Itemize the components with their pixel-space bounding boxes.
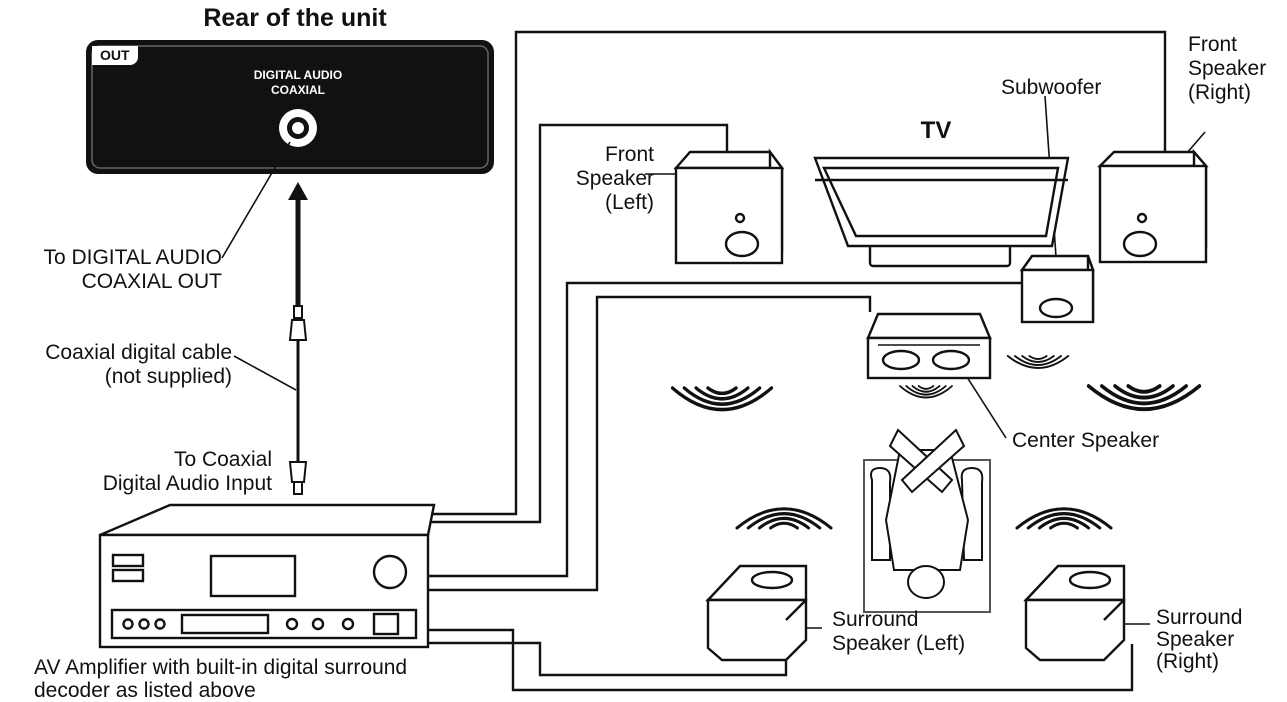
- listener: [863, 428, 991, 613]
- front-right-speaker: [1097, 148, 1209, 264]
- label-subwoofer: Subwoofer: [1001, 76, 1102, 99]
- label-surround-left-line-2: Speaker (Left): [832, 632, 966, 655]
- surround-right-speaker: [1023, 564, 1126, 662]
- label-front-right-line-3: (Right): [1188, 81, 1252, 104]
- label-surround-right-line-3: (Right): [1156, 650, 1220, 673]
- label-front-left-line-1: Front: [604, 143, 654, 166]
- label-center-speaker: Center Speaker: [1012, 429, 1160, 452]
- label-front-right-line-1: Front: [1188, 33, 1238, 56]
- label-surround-left-line-1: Surround: [832, 608, 919, 631]
- center-speaker: [866, 312, 992, 380]
- subwoofer: [1019, 254, 1095, 324]
- surround-left-speaker: [705, 564, 808, 662]
- label-surround-right: Surround Speaker (Right): [1156, 607, 1242, 673]
- label-front-right: Front Speaker (Right): [1188, 33, 1266, 105]
- label-tv: TV: [920, 117, 952, 144]
- label-front-left-line-2: Speaker: [575, 167, 654, 190]
- label-to-digital-out-line-2: COAXIAL OUT: [81, 270, 222, 293]
- sound-wave-front-right: [1086, 384, 1202, 412]
- rear-panel: [86, 40, 494, 174]
- label-surround-right-line-2: Speaker: [1156, 628, 1235, 651]
- label-front-left: Front Speaker (Left): [560, 143, 654, 215]
- panel-jack-label: DIGITAL AUDIO COAXIAL: [220, 68, 376, 98]
- speaker-cables: [428, 30, 1167, 692]
- label-coaxial-cable: Coaxial digital cable (not supplied): [0, 341, 232, 389]
- label-coaxial-cable-line-2: (not supplied): [104, 365, 232, 388]
- front-left-speaker: [673, 148, 785, 265]
- diagram-title: Rear of the unit: [203, 4, 387, 32]
- label-amplifier-line-1: AV Amplifier with built-in digital surro…: [34, 656, 408, 679]
- label-to-input-line-2: Digital Audio Input: [102, 472, 272, 495]
- out-tag: OUT: [92, 46, 138, 65]
- coaxial-cable: [288, 182, 308, 495]
- label-amplifier: AV Amplifier with built-in digital surro…: [34, 656, 407, 702]
- panel-line-2: COAXIAL: [271, 83, 325, 97]
- panel-line-1: DIGITAL AUDIO: [253, 68, 343, 82]
- label-to-input-line-1: To Coaxial: [173, 448, 272, 471]
- label-to-input: To Coaxial Digital Audio Input: [40, 448, 272, 496]
- sound-wave-surround-left: [735, 507, 833, 530]
- sound-wave-center: [899, 385, 953, 399]
- label-surround-left: Surround Speaker (Left): [832, 608, 965, 656]
- tv: [813, 156, 1070, 268]
- label-coaxial-cable-line-1: Coaxial digital cable: [45, 341, 232, 364]
- label-amplifier-line-2: decoder as listed above: [34, 679, 256, 702]
- label-to-digital-out: To DIGITAL AUDIO COAXIAL OUT: [0, 246, 222, 294]
- label-to-digital-out-line-1: To DIGITAL AUDIO: [43, 246, 222, 269]
- label-front-left-line-3: (Left): [604, 191, 654, 214]
- label-front-right-line-2: Speaker: [1188, 57, 1267, 80]
- av-amplifier: [98, 503, 436, 649]
- sound-wave-surround-right: [1015, 507, 1113, 530]
- label-surround-right-line-1: Surround: [1156, 606, 1243, 629]
- sound-wave-subwoofer: [1006, 355, 1070, 369]
- sound-wave-front-left: [670, 386, 774, 412]
